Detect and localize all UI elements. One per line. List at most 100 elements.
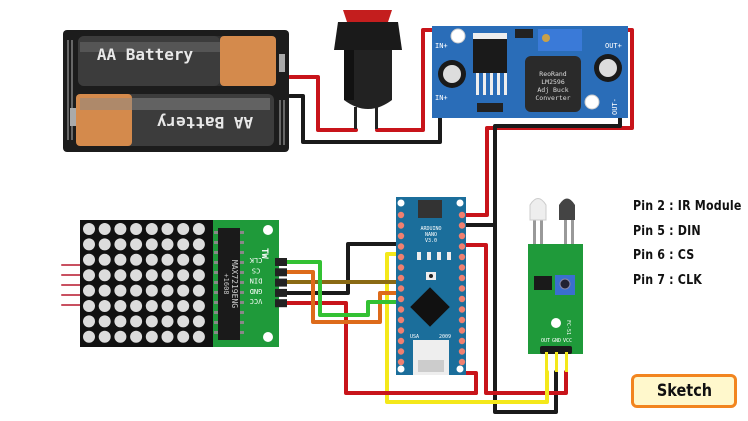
wire-ir-out-to-d2 (385, 252, 549, 404)
led-dot (161, 330, 174, 343)
led-dot (83, 253, 95, 266)
ir-model: FC-51 (565, 320, 571, 335)
nano-year-label: 2009 (439, 334, 451, 340)
led-dot (192, 269, 205, 282)
led-dot (192, 253, 205, 266)
led-dot (130, 253, 143, 266)
led-dot (98, 238, 111, 251)
battery-label-bottom: AA Battery (156, 113, 253, 132)
nano-pin (458, 264, 466, 271)
max-pin (275, 278, 287, 287)
max-chip-label: MAX7219ENG (230, 260, 239, 308)
buck-pin-out-plus: OUT+ (605, 42, 622, 50)
led-dot (114, 284, 127, 297)
nano-pin (397, 348, 405, 355)
led-dot (130, 238, 143, 251)
nano-pin (397, 306, 405, 313)
nano-pin (397, 264, 405, 271)
led-dot (114, 330, 127, 343)
wire-max-cs (285, 270, 402, 324)
led-dot (145, 269, 158, 282)
sketch-button[interactable]: Sketch (631, 374, 737, 408)
max-pin-label: DIN (250, 277, 263, 285)
push-switch (334, 10, 402, 129)
nano-pin (397, 274, 405, 282)
pin-legend-din: Pin 5 : DIN (633, 222, 701, 239)
max-pin-label: VCC (250, 297, 263, 305)
nano-pin (397, 316, 405, 324)
led-dot (114, 315, 127, 328)
max-pin (275, 288, 287, 297)
max-chip-sub: +1608 (222, 273, 230, 294)
led-dot (192, 300, 205, 312)
led-dot (114, 300, 127, 312)
led-dot (177, 253, 190, 266)
led-dot (177, 223, 190, 235)
battery-pack: AA Battery AA Battery (63, 30, 289, 152)
led-dot (177, 330, 190, 343)
led-dot (98, 253, 111, 266)
wire-buck-out-negative (461, 109, 622, 227)
led-dot (145, 315, 158, 328)
pin-legend-ir: Pin 2 : IR Module (633, 198, 742, 214)
nano-pin (397, 243, 405, 250)
led-dot (145, 238, 158, 251)
led-dot (192, 223, 205, 235)
led-dot (114, 269, 127, 282)
wire-switch-to-buck-in (375, 28, 442, 132)
nano-name-1: ARDUINO (420, 226, 441, 232)
led-dot (130, 284, 143, 297)
max-pin (275, 258, 287, 266)
led-dot (192, 315, 205, 328)
nano-pin (458, 327, 466, 334)
wire-max-vcc (285, 301, 478, 395)
led-dot (98, 300, 111, 312)
max-pin-label: GND (250, 287, 263, 295)
nano-name-2: NANO (425, 232, 437, 238)
led-dot (130, 269, 143, 282)
nano-name-3: V3.0 (425, 238, 437, 244)
wire-battery-negative (288, 94, 442, 144)
inductor-line-1: ReoRand (539, 70, 566, 78)
ir-pin-vcc: VCC (563, 338, 572, 344)
led-dot (161, 315, 174, 328)
nano-pin (458, 243, 466, 250)
led-dot (83, 284, 95, 297)
pin-legend-clk: Pin 7 : CLK (633, 271, 703, 288)
max-pin (275, 299, 287, 308)
nano-pin (397, 285, 405, 292)
wire-battery-positive (288, 75, 358, 132)
wires (61, 28, 634, 414)
sketch-button-label: Sketch (656, 381, 712, 401)
led-dot (161, 223, 174, 235)
wire-5v-to-ir-vcc (461, 243, 568, 395)
led-dot (114, 253, 127, 266)
nano-pin (458, 306, 466, 313)
led-dot (192, 238, 205, 251)
led-dot (177, 269, 190, 282)
max-pin-label: CLK (249, 256, 262, 264)
led-dot (98, 330, 111, 343)
led-dot (145, 330, 158, 343)
led-dot (161, 300, 174, 312)
nano-pin (397, 327, 405, 334)
nano-pin (458, 337, 466, 345)
led-dot (130, 223, 143, 235)
nano-pin (458, 348, 466, 355)
pin-legend: Pin 2 : IR Module Pin 5 : DIN Pin 6 : CS… (633, 194, 741, 292)
led-dot (177, 315, 190, 328)
nano-pin (458, 222, 466, 229)
led-dot (145, 284, 158, 297)
nano-pin (458, 316, 466, 324)
max-logo: TW (259, 248, 269, 259)
nano-pin (458, 253, 466, 261)
nano-pin (397, 253, 405, 261)
ir-module: FC-51 OUT GND VCC (528, 198, 583, 372)
led-dot (83, 238, 95, 251)
led-dot (83, 223, 95, 235)
inductor-line-2: LM2596 (541, 78, 565, 86)
led-dot (98, 315, 111, 328)
led-dot (130, 315, 143, 328)
